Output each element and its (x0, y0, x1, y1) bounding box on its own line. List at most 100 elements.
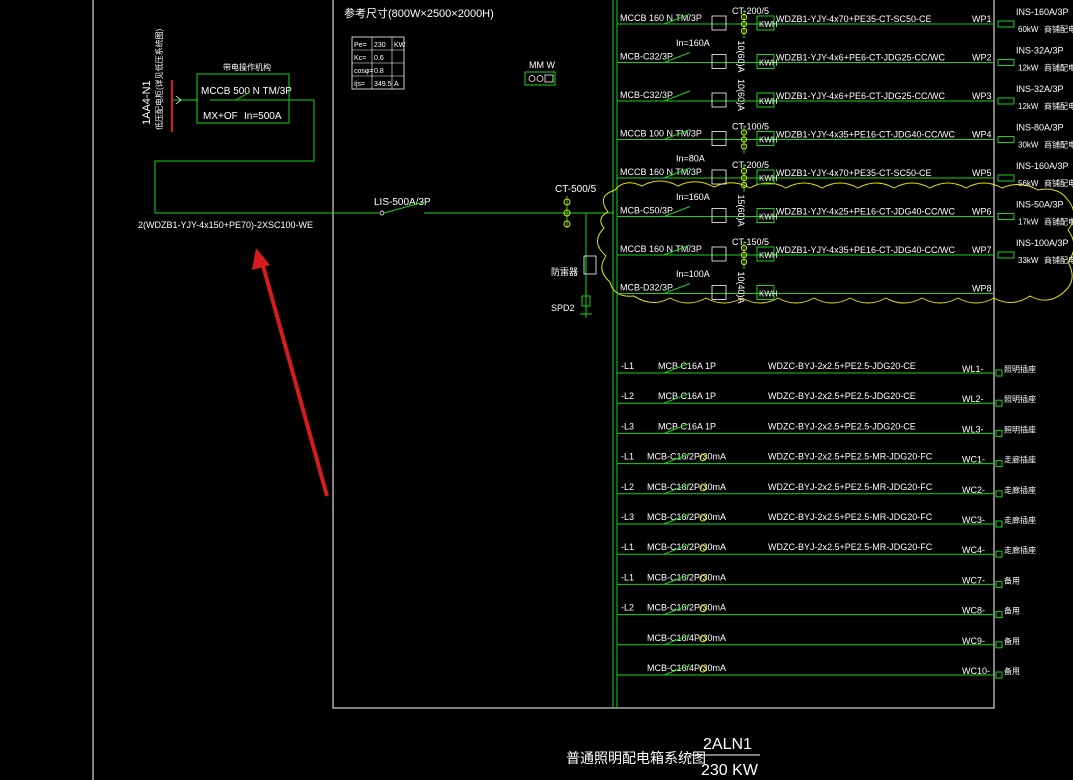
power-desc: 商铺配电 (1044, 178, 1073, 188)
param-v-3: 349.5 (374, 81, 392, 88)
power-load: 17kW (1018, 218, 1039, 227)
power-desc: 商铺配电 (1044, 140, 1073, 150)
lighting-breaker: MCB-C16/2P/30mA (647, 542, 726, 552)
power-cable: WDZB1-YJY-4x35+PE16-CT-JDG40-CC/WC (776, 245, 955, 255)
power-isolator: INS-100A/3P (1016, 238, 1069, 248)
lighting-cable: WDZC-BYJ-2x2.5+PE2.5-JDG20-CE (768, 361, 916, 371)
drawing-frame (92, 0, 995, 780)
lighting-cable: WDZC-BYJ-2x2.5+PE2.5-JDG20-CE (768, 391, 916, 401)
lighting-phase: -L2 (621, 391, 634, 401)
power-cable: WDZB1-YJY-4x6+PE6-CT-JDG25-CC/WC (776, 91, 945, 101)
title-block: 普通照明配电箱系统图 2ALN1 230 KW (566, 736, 760, 779)
size-note: 参考尺寸(800W×2500×2000H) (344, 6, 494, 20)
main-ct: CT-500/5 (555, 184, 597, 195)
lighting-phase: -L1 (621, 542, 634, 552)
lighting-breaker: MCB-C16/4P/30mA (647, 663, 726, 673)
power-cable: WDZB1-YJY-4x6+PE6-CT-JDG25-CC/WC (776, 53, 945, 63)
main-breaker-in: In=500A (244, 111, 282, 122)
power-circuit-row: MCCB 160 N TM/3PIn=160ACT-200/5KWHWDZB1-… (617, 160, 1073, 202)
lighting-breaker: MCB-C16/4P/30mA (647, 633, 726, 643)
lighting-circuit-id: WC3- (962, 515, 985, 525)
lighting-desc: 走廊插座 (1004, 455, 1036, 465)
power-isolator: INS-80A/3P (1016, 123, 1064, 133)
drawing-title: 普通照明配电箱系统图 (566, 750, 706, 766)
lighting-circuit-id: WL2- (962, 394, 984, 404)
spd-id: SPD2 (551, 303, 575, 313)
power-desc: 商铺配电 (1044, 255, 1073, 265)
lighting-circuit-id: WC10- (962, 666, 990, 676)
spd-label: 防雷器 (551, 266, 578, 277)
power-cable: WDZB1-YJY-4x70+PE35-CT-SC50-CE (776, 14, 931, 24)
incoming-cable: 2(WDZB1-YJY-4x150+PE70)-2XSC100-WE (138, 220, 313, 230)
power-breaker-in: In=160A (676, 192, 710, 202)
power-breaker: MCB-C32/3P (620, 90, 673, 100)
power-meter: CT-100/5 (732, 122, 769, 132)
power-load: 30kW (1018, 141, 1039, 150)
param-k-3: Ijs= (354, 81, 365, 88)
power-cable: WDZB1-YJY-4x70+PE35-CT-SC50-CE (776, 168, 931, 178)
kwh-meter-icon: KWH (759, 251, 778, 260)
power-meter: 10(60)A (736, 41, 746, 73)
param-k-0: Pe= (354, 42, 367, 49)
power-breaker: MCB-C32/3P (620, 52, 673, 62)
power-circuits: MCCB 160 N TM/3PIn=160ACT-200/5KWHWDZB1-… (617, 6, 1073, 304)
power-desc: 商铺配电 (1044, 63, 1073, 73)
power-isolator: INS-32A/3P (1016, 84, 1064, 94)
power-circuit-id: WP7 (972, 245, 992, 255)
lighting-phase: -L1 (621, 572, 634, 582)
lighting-desc: 照明插座 (1004, 394, 1036, 404)
lighting-breaker: MCB C16A 1P (658, 421, 716, 431)
power-desc: 商铺配电 (1044, 101, 1073, 111)
power-load: 56kW (1018, 179, 1039, 188)
lighting-breaker: MCB C16A 1P (658, 361, 716, 371)
power-meter: 10(40)A (736, 272, 746, 304)
lighting-desc: 走廊插座 (1004, 485, 1036, 495)
power-isolator: INS-160A/3P (1016, 161, 1069, 171)
box-id: 2ALN1 (703, 736, 752, 753)
power-circuit-id: WP1 (972, 14, 992, 24)
power-circuit-id: WP3 (972, 91, 992, 101)
lighting-breaker: MCB-C16/2P/30mA (647, 512, 726, 522)
lighting-circuit-row: -L1 MCB C16A 1P WDZC-BYJ-2x2.5+PE2.5-JDG20… (617, 361, 1036, 377)
power-load: 12kW (1018, 64, 1039, 73)
lighting-phase: -L3 (621, 421, 634, 431)
kwh-meter-icon: KWH (759, 136, 778, 145)
power-circuit-row: MCCB 160 N TM/3PIn=160ACT-200/5KWHWDZB1-… (617, 6, 1073, 48)
lighting-circuit-id: WC9- (962, 636, 985, 646)
main-isolator: LIS-500A/3P (374, 197, 431, 208)
lighting-phase: -L1 (621, 452, 634, 462)
main-line: LIS-500A/3P CT-500/5 防雷器 SPD2 (374, 184, 614, 318)
power-circuit-row: MCCB 100 N TM/3PIn=80ACT-100/5KWHWDZB1-Y… (617, 122, 1073, 164)
param-k-1: Kc= (354, 55, 366, 62)
lighting-breaker: MCB-C16/2P/30mA (647, 482, 726, 492)
multimeter: MM W (524, 60, 556, 86)
param-v-2: 0.8 (374, 68, 384, 75)
param-u-3: A (394, 81, 399, 88)
power-breaker: MCB-C50/3P (620, 206, 673, 216)
power-breaker: MCCB 160 N TM/3P (620, 244, 702, 254)
power-meter: 15(60)A (736, 195, 746, 227)
lighting-breaker: MCB C16A 1P (658, 391, 716, 401)
lighting-breaker: MCB-C16/2P/30mA (647, 603, 726, 613)
lighting-phase: -L1 (621, 361, 634, 371)
param-v-0: 230 (374, 42, 386, 49)
meter-label: MM W (529, 60, 555, 70)
lighting-desc: 备用 (1004, 575, 1020, 585)
power-load: 33kW (1018, 256, 1039, 265)
lighting-desc: 走廊插座 (1004, 545, 1036, 555)
kwh-meter-icon: KWH (759, 59, 778, 68)
feeder-label: 1AA4-N1 (141, 80, 153, 125)
box-power: 230 KW (701, 762, 759, 779)
power-circuit-row: MCB-C32/3P 10(60)A KWHWDZB1-YJY-4x6+PE6-CT… (617, 41, 1073, 73)
power-circuit-id: WP6 (972, 207, 992, 217)
param-u-0: KW (394, 42, 406, 49)
power-breaker: MCCB 160 N TM/3P (620, 167, 702, 177)
param-v-1: 0.6 (374, 55, 384, 62)
